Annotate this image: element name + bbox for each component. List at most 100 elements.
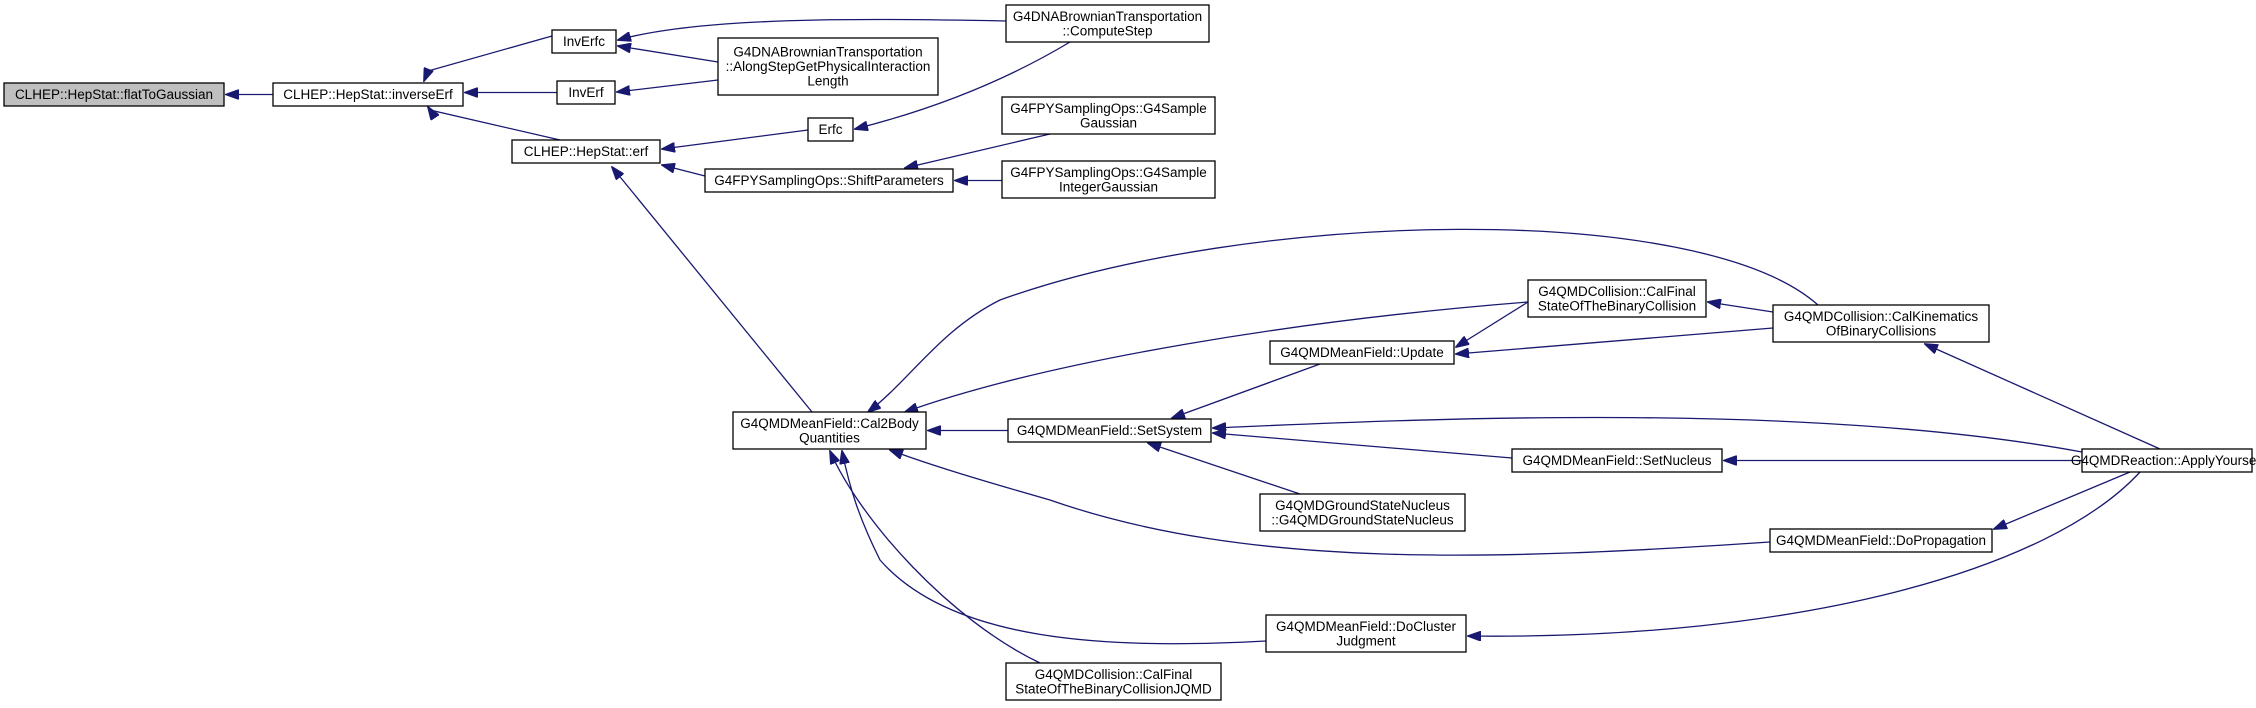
node-AlongStep[interactable]: G4DNABrownianTransportation::AlongStepGe… <box>717 37 939 96</box>
node-box[interactable] <box>732 411 927 450</box>
node-label-line: Length <box>807 74 848 89</box>
node-label-line: InvErf <box>568 85 604 100</box>
edge-CalFinal-to-Update <box>1456 301 1529 347</box>
edge-ShiftParameters-to-erf <box>662 165 706 177</box>
node-label-line: ::ComputeStep <box>1062 23 1152 38</box>
node-label-line: G4FPYSamplingOps::G4Sample <box>1010 101 1207 116</box>
node-box[interactable] <box>1005 662 1222 701</box>
node-box[interactable] <box>3 82 225 107</box>
node-label-line: G4FPYSamplingOps::ShiftParameters <box>714 173 944 188</box>
node-label-line: CLHEP::HepStat::flatToGaussian <box>15 87 213 102</box>
edge-CalKinematics-to-CalFinal <box>1708 302 1774 313</box>
node-label-line: StateOfTheBinaryCollisionJQMD <box>1015 681 1212 696</box>
node-label-line: G4QMDMeanField::DoCluster <box>1276 619 1457 634</box>
node-label-line: G4QMDGroundStateNucleus <box>1275 498 1450 513</box>
node-box[interactable] <box>1269 340 1455 365</box>
node-box[interactable] <box>511 139 661 164</box>
edge-AlongStep-to-InvErfc <box>618 46 719 63</box>
node-box[interactable] <box>272 82 464 107</box>
edge-InvErfc-to-inverseErf <box>424 35 553 81</box>
node-label-line: ::AlongStepGetPhysicalInteraction <box>726 59 931 74</box>
node-label-line: G4QMDCollision::CalFinal <box>1035 667 1193 682</box>
edge-CalFinal-to-Cal2Body <box>905 301 1529 412</box>
edge-GroundState-to-SetSystem <box>1148 443 1301 495</box>
node-DoPropagation[interactable]: G4QMDMeanField::DoPropagation <box>1769 528 1993 553</box>
node-box[interactable] <box>1259 493 1466 532</box>
edge-G4SampleGaussian-to-ShiftParameters <box>905 133 1051 168</box>
edge-Update-to-SetSystem <box>1172 363 1321 418</box>
node-label-line: Quantities <box>799 430 860 445</box>
node-label-line: G4DNABrownianTransportation <box>733 45 922 60</box>
node-box[interactable] <box>807 117 854 142</box>
node-label-line: G4QMDMeanField::DoPropagation <box>1776 533 1986 548</box>
edge-CalKinematics-to-Update <box>1456 327 1774 354</box>
node-box[interactable] <box>717 37 939 96</box>
node-inverseErf[interactable]: CLHEP::HepStat::inverseErf <box>272 82 464 107</box>
edge-DoPropagation-to-Cal2Body <box>890 450 1771 556</box>
edge-DoCluster-to-Cal2Body <box>842 451 1267 645</box>
node-box[interactable] <box>1527 279 1707 318</box>
edge-Cal2Body-to-erf <box>612 167 813 413</box>
node-box[interactable] <box>1001 96 1216 135</box>
node-ShiftParameters[interactable]: G4FPYSamplingOps::ShiftParameters <box>704 168 954 193</box>
node-box[interactable] <box>556 80 616 105</box>
node-box[interactable] <box>1007 418 1212 443</box>
edge-erf-to-inverseErf <box>428 107 561 141</box>
edge-ApplyYourself-to-SetSystem <box>1213 416 2083 453</box>
node-SetNucleus[interactable]: G4QMDMeanField::SetNucleus <box>1511 448 1723 473</box>
edge-ComputeStep-to-InvErfc <box>618 18 1007 40</box>
node-GroundState[interactable]: G4QMDGroundStateNucleus::G4QMDGroundStat… <box>1259 493 1466 532</box>
node-erf[interactable]: CLHEP::HepStat::erf <box>511 139 661 164</box>
node-label-line: ::G4QMDGroundStateNucleus <box>1271 512 1454 527</box>
node-label-line: Gaussian <box>1080 115 1137 130</box>
node-label-line: G4FPYSamplingOps::G4Sample <box>1010 165 1207 180</box>
node-label-line: CLHEP::HepStat::inverseErf <box>283 87 453 102</box>
node-label-line: CLHEP::HepStat::erf <box>524 144 649 159</box>
node-box[interactable] <box>704 168 954 193</box>
edge-ApplyYourself-to-DoCluster <box>1468 471 2141 636</box>
node-CalKinematics[interactable]: G4QMDCollision::CalKinematicsOfBinaryCol… <box>1772 304 1990 343</box>
node-ComputeStep[interactable]: G4DNABrownianTransportation::ComputeStep <box>1005 4 1210 43</box>
node-CalFinal[interactable]: G4QMDCollision::CalFinalStateOfTheBinary… <box>1527 279 1707 318</box>
node-label-line: G4QMDCollision::CalKinematics <box>1784 309 1979 324</box>
edge-ApplyYourself-to-DoPropagation <box>1994 471 2131 529</box>
node-box[interactable] <box>551 29 617 54</box>
node-label-line: G4QMDCollision::CalFinal <box>1538 284 1696 299</box>
node-InvErfc[interactable]: InvErfc <box>551 29 617 54</box>
node-box[interactable] <box>1511 448 1723 473</box>
node-box[interactable] <box>1265 614 1467 653</box>
node-Erfc[interactable]: Erfc <box>807 117 854 142</box>
node-box[interactable] <box>1001 160 1216 199</box>
node-label-line: IntegerGaussian <box>1059 179 1158 194</box>
node-label-line: StateOfTheBinaryCollision <box>1538 298 1696 313</box>
node-box[interactable] <box>1005 4 1210 43</box>
node-box[interactable] <box>1769 528 1993 553</box>
node-InvErf[interactable]: InvErf <box>556 80 616 105</box>
node-flatToGaussian[interactable]: CLHEP::HepStat::flatToGaussian <box>3 82 225 107</box>
edge-CalFinalJQMD-to-Cal2Body <box>830 451 1041 664</box>
node-SetSystem[interactable]: G4QMDMeanField::SetSystem <box>1007 418 1212 443</box>
edge-ComputeStep-to-Erfc <box>855 41 1071 129</box>
node-ApplyYourself[interactable]: G4QMDReaction::ApplyYourself <box>2071 448 2256 473</box>
node-label-line: G4QMDReaction::ApplyYourself <box>2071 453 2256 468</box>
edges-layer <box>226 18 2161 664</box>
node-label-line: OfBinaryCollisions <box>1826 323 1937 338</box>
node-label-line: Judgment <box>1336 633 1396 648</box>
node-Update[interactable]: G4QMDMeanField::Update <box>1269 340 1455 365</box>
edge-Erfc-to-erf <box>662 129 809 149</box>
node-CalFinalJQMD[interactable]: G4QMDCollision::CalFinalStateOfTheBinary… <box>1005 662 1222 701</box>
node-box[interactable] <box>1772 304 1990 343</box>
node-G4SampleIntegerGaussian[interactable]: G4FPYSamplingOps::G4SampleIntegerGaussia… <box>1001 160 1216 199</box>
edge-AlongStep-to-InvErf <box>617 79 719 92</box>
edge-CalKinematics-to-Cal2Body <box>868 228 1819 412</box>
node-box[interactable] <box>2081 448 2253 473</box>
edge-SetNucleus-to-SetSystem <box>1213 433 1513 459</box>
node-label-line: G4QMDMeanField::SetNucleus <box>1522 453 1711 468</box>
node-label-line: Erfc <box>818 122 842 137</box>
edge-ApplyYourself-to-CalKinematics <box>1925 344 2161 450</box>
